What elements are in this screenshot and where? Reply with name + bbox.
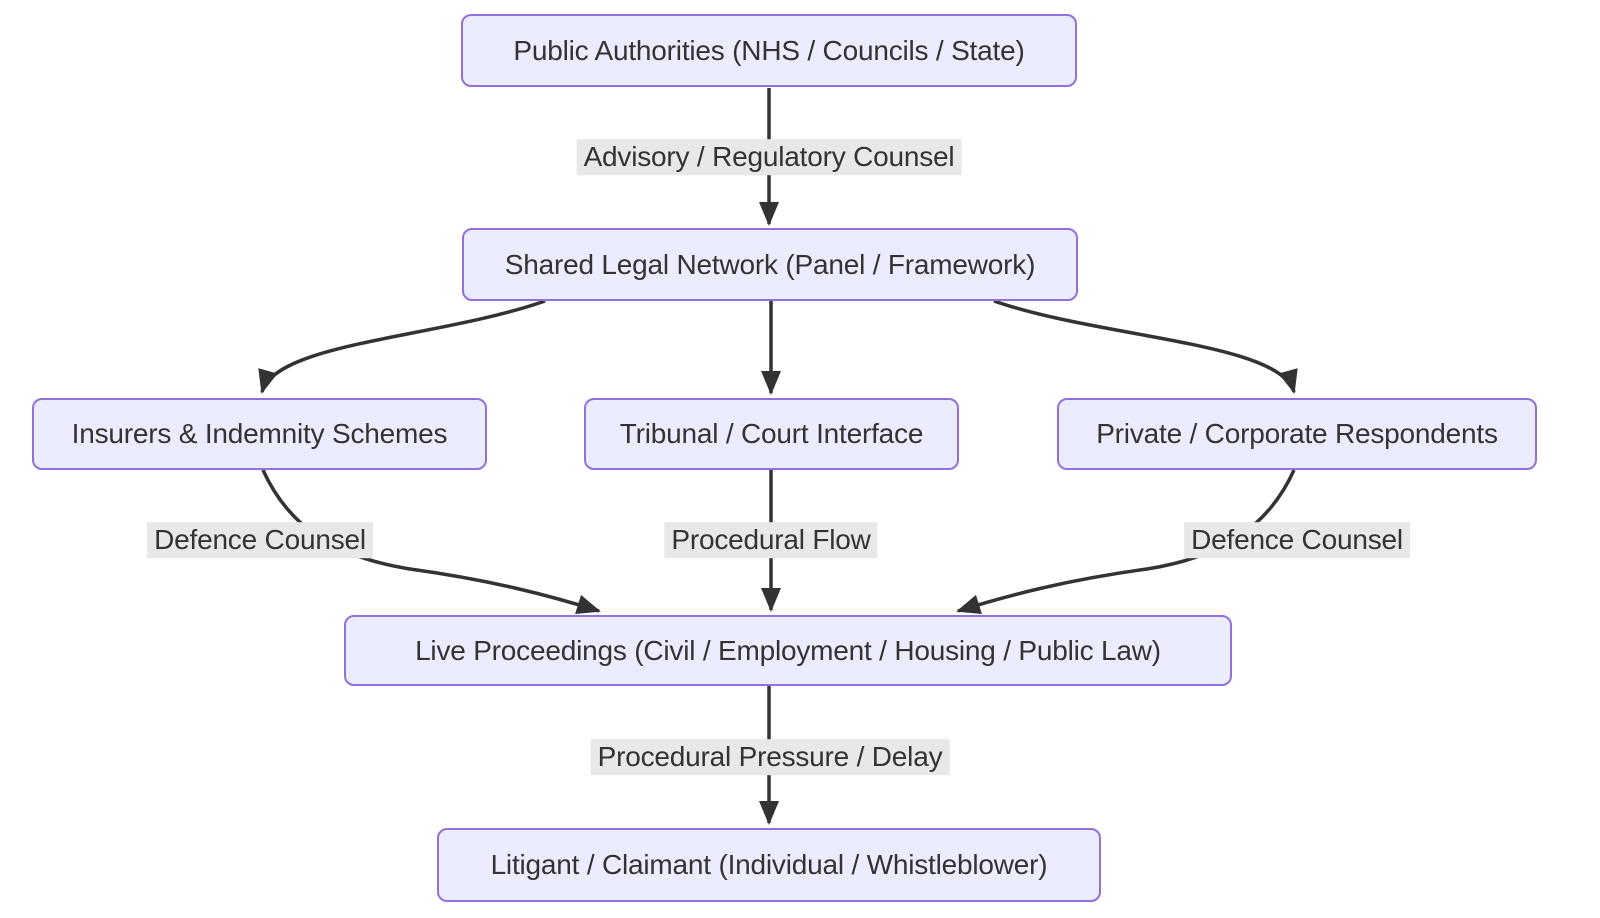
node-public-authorities-label: Public Authorities (NHS / Councils / Sta… (513, 34, 1025, 66)
edge-label-procedural-pressure-delay: Procedural Pressure / Delay (590, 739, 950, 775)
edge-network-to-respondents (993, 299, 1298, 394)
node-litigant: Litigant / Claimant (Individual / Whistl… (437, 828, 1101, 902)
node-live-proceedings-label: Live Proceedings (Civil / Employment / H… (415, 634, 1161, 666)
edge-respondents-to-proceedings (956, 469, 1296, 614)
node-shared-legal-network: Shared Legal Network (Panel / Framework) (462, 228, 1078, 301)
node-private-respondents: Private / Corporate Respondents (1057, 398, 1537, 470)
edge-network-to-insurers (258, 299, 546, 394)
node-live-proceedings: Live Proceedings (Civil / Employment / H… (344, 615, 1232, 686)
node-public-authorities: Public Authorities (NHS / Councils / Sta… (461, 14, 1077, 87)
edge-label-defence-counsel-right: Defence Counsel (1184, 522, 1410, 558)
node-tribunal: Tribunal / Court Interface (584, 398, 959, 470)
node-insurers: Insurers & Indemnity Schemes (32, 398, 487, 470)
node-shared-legal-network-label: Shared Legal Network (Panel / Framework) (504, 248, 1036, 280)
node-private-respondents-label: Private / Corporate Respondents (1096, 418, 1498, 450)
edge-label-defence-counsel-left: Defence Counsel (147, 522, 373, 558)
node-insurers-label: Insurers & Indemnity Schemes (71, 418, 448, 450)
edge-label-procedural-flow: Procedural Flow (664, 522, 878, 558)
node-litigant-label: Litigant / Claimant (Individual / Whistl… (490, 849, 1048, 881)
node-tribunal-label: Tribunal / Court Interface (619, 418, 924, 450)
edge-label-advisory-regulatory-counsel: Advisory / Regulatory Counsel (576, 139, 962, 175)
edge-insurers-to-proceedings (261, 469, 601, 614)
